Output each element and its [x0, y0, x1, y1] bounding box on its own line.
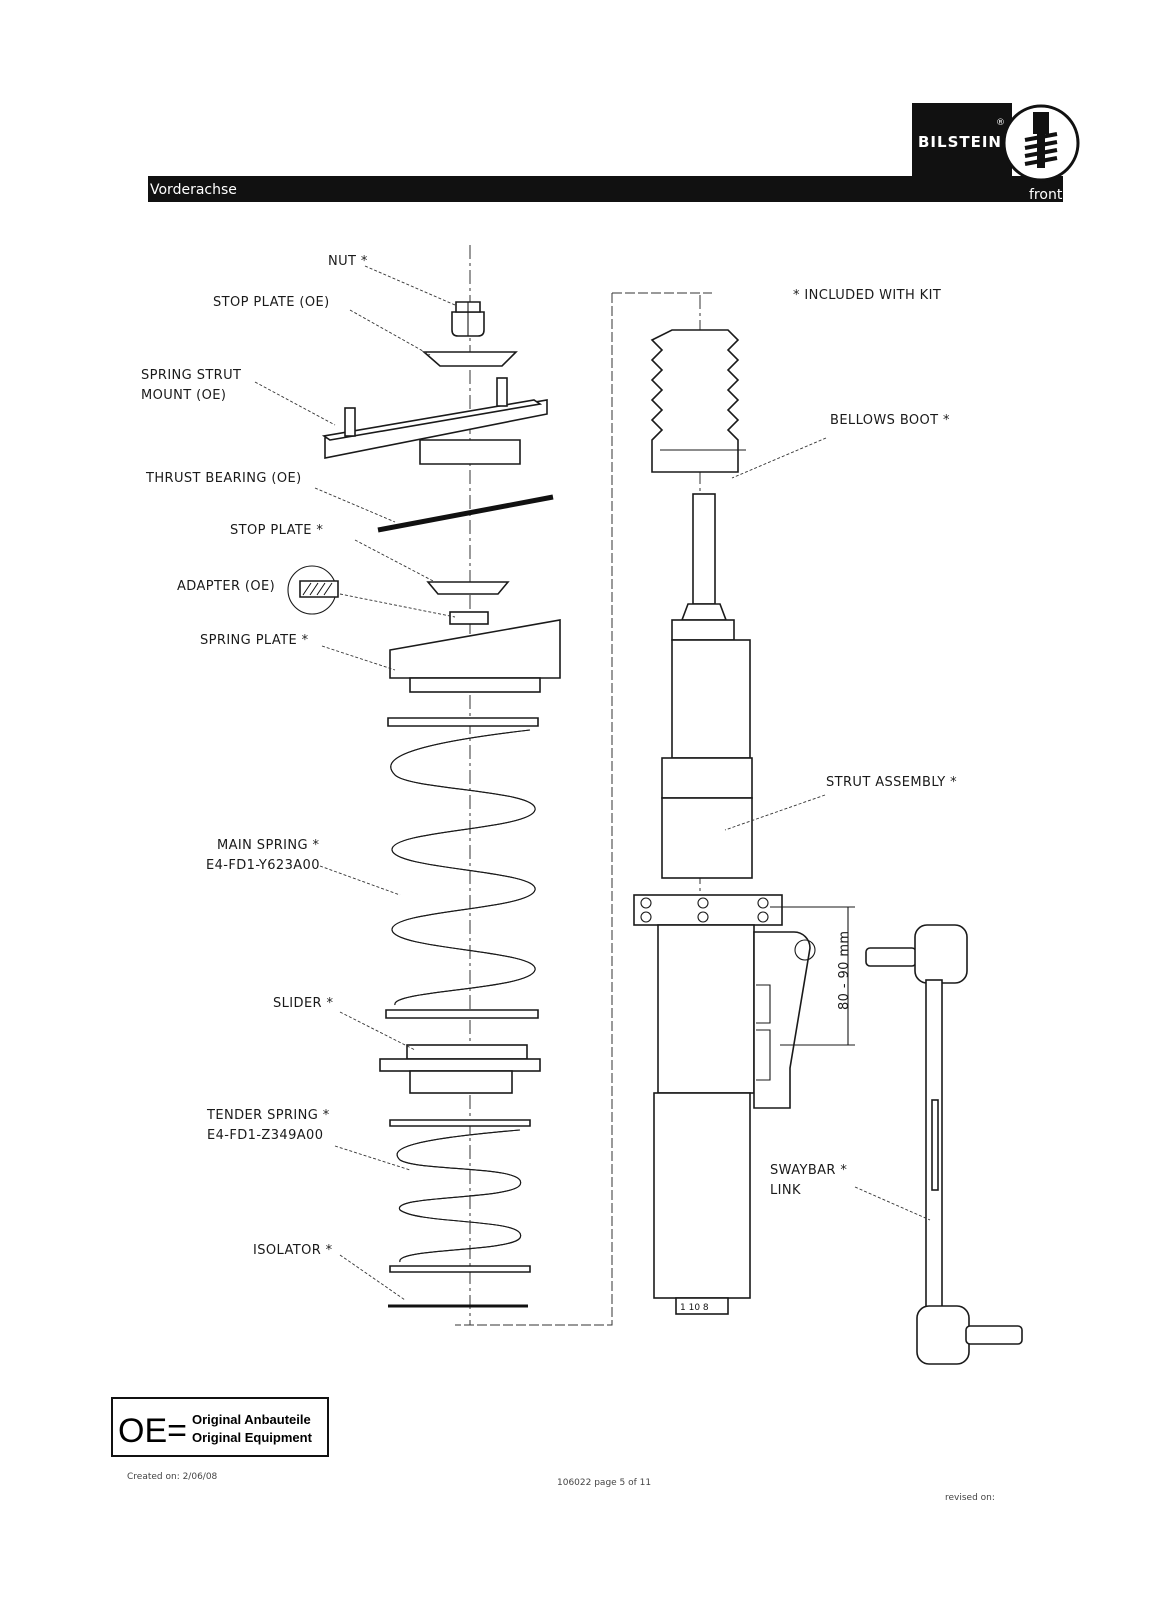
- label-spring-plate: SPRING PLATE *: [200, 633, 309, 648]
- label-bellows-boot: BELLOWS BOOT *: [830, 413, 950, 428]
- legend-symbol: OE=: [118, 1412, 187, 1450]
- section-title: Vorderachse: [150, 182, 237, 198]
- footer-revised: revised on:: [945, 1493, 995, 1503]
- serial-stamp: 1 10 8: [680, 1303, 709, 1313]
- thrust-bearing-part: [377, 494, 554, 533]
- brand-name: BILSTEIN: [918, 133, 1002, 151]
- label-main-spring-line1: MAIN SPRING *: [217, 838, 319, 853]
- label-strut-mount-line2: MOUNT (OE): [141, 388, 226, 403]
- label-stop-plate-oe: STOP PLATE (OE): [213, 295, 330, 310]
- bilstein-logo: BILSTEIN ®: [912, 103, 1080, 182]
- position-label: front: [1029, 187, 1063, 203]
- tender-spring-part: [389, 1119, 531, 1273]
- label-stop-plate: STOP PLATE *: [230, 523, 323, 538]
- nut-part: [451, 301, 485, 337]
- label-swaybar-line2: LINK: [770, 1183, 801, 1198]
- label-tender-spring-line2: E4-FD1-Z349A00: [207, 1128, 323, 1143]
- main-spring-part: [385, 717, 539, 1019]
- label-swaybar-line1: SWAYBAR *: [770, 1163, 847, 1178]
- stop-plate-oe-part: [421, 351, 518, 367]
- label-strut-assembly: STRUT ASSEMBLY *: [826, 775, 957, 790]
- label-nut: NUT *: [328, 254, 368, 269]
- dimension-callout: 80 - 90 mm: [770, 906, 855, 1046]
- header-bar: [148, 176, 1063, 202]
- spring-plate-part: [389, 619, 561, 693]
- label-included-with-kit: * INCLUDED WITH KIT: [793, 288, 941, 303]
- adapter-part: [449, 611, 489, 625]
- legend-line2: Original Equipment: [192, 1430, 313, 1445]
- label-thrust-bearing: THRUST BEARING (OE): [145, 471, 302, 486]
- label-strut-mount-line1: SPRING STRUT: [141, 368, 241, 383]
- swaybar-link-part: [865, 924, 1023, 1365]
- label-tender-spring-line1: TENDER SPRING *: [206, 1108, 330, 1123]
- label-adapter: ADAPTER (OE): [177, 579, 275, 594]
- strut-mount-part: [321, 377, 548, 465]
- legend-line1: Original Anbauteile: [192, 1412, 311, 1427]
- kit-group-outline: [455, 292, 712, 1326]
- dimension-label: 80 - 90 mm: [837, 931, 852, 1011]
- bellows-boot-part: [650, 329, 746, 473]
- leader-lines: [254, 265, 931, 1301]
- oe-legend: OE= Original Anbauteile Original Equipme…: [111, 1397, 329, 1457]
- footer-page: 106022 page 5 of 11: [557, 1478, 651, 1488]
- brand-mark: ®: [996, 118, 1005, 128]
- label-isolator: ISOLATOR *: [253, 1243, 333, 1258]
- label-slider: SLIDER *: [273, 996, 334, 1011]
- label-main-spring-line2: E4-FD1-Y623A00: [206, 858, 320, 873]
- strut-assembly-part: 1 10 8: [633, 493, 816, 1315]
- footer-created: Created on: 2/06/08: [127, 1472, 218, 1482]
- stop-plate-part: [426, 581, 510, 595]
- slider-part: [379, 1044, 541, 1094]
